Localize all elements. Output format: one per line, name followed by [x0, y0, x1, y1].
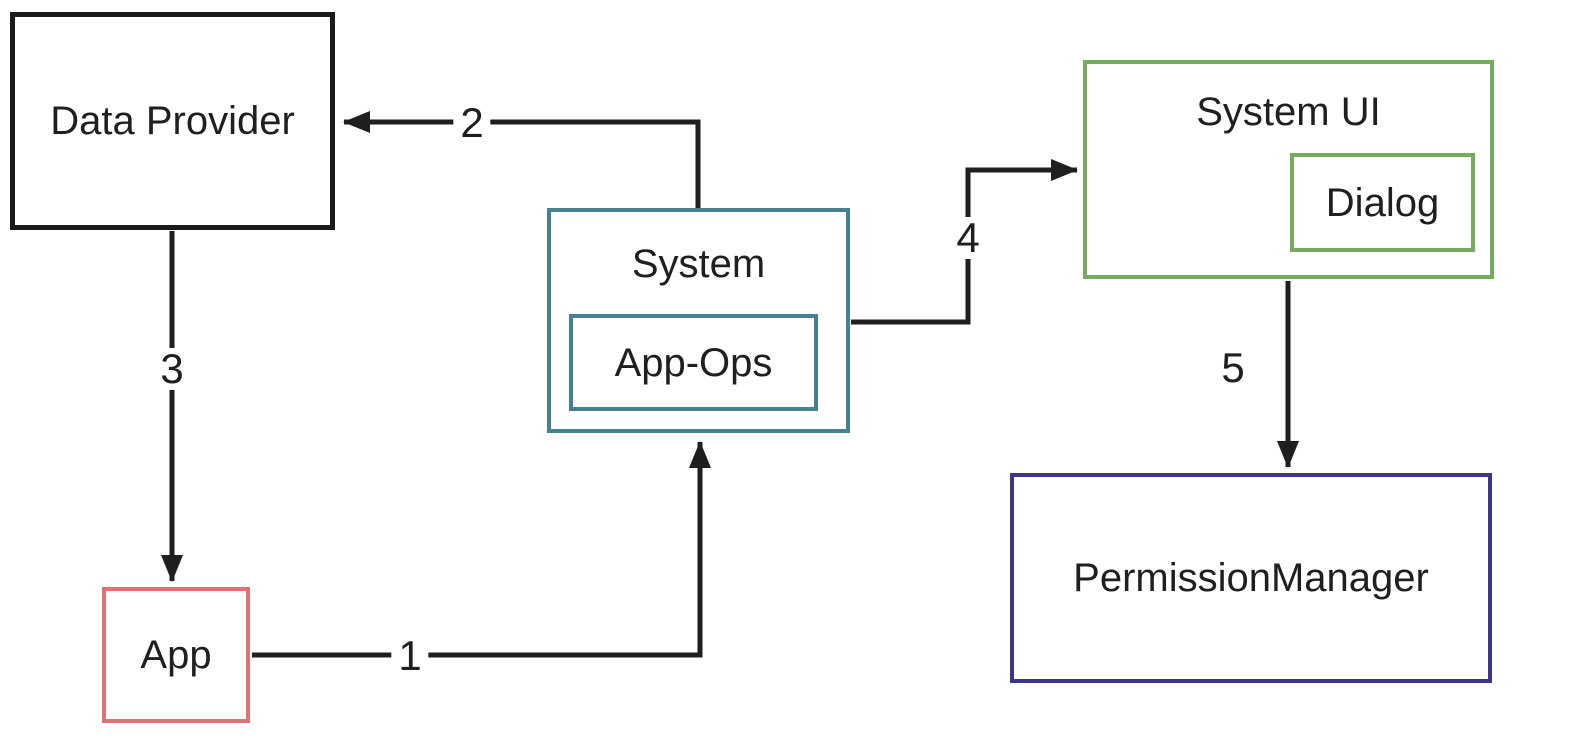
dialog-label: Dialog [1325, 180, 1440, 225]
system-ui-label: System UI [1196, 90, 1381, 134]
system-ui-box: System UI Dialog [1083, 60, 1494, 279]
app-label: App [140, 633, 212, 677]
data-provider-label: Data Provider [50, 99, 295, 143]
edge-label-1: 1 [391, 635, 429, 677]
system-box: System App-Ops [547, 208, 850, 433]
app-box: App [102, 587, 250, 723]
arrow-2-system-to-data-provider [343, 111, 701, 210]
edge-label-2: 2 [453, 102, 491, 144]
edge-label-4: 4 [949, 217, 987, 259]
permission-manager-box: PermissionManager [1010, 473, 1492, 683]
app-ops-label: App-Ops [614, 340, 773, 385]
edge-label-3: 3 [153, 348, 191, 390]
dialog-box: Dialog [1290, 153, 1475, 252]
arrow-1-app-to-system [252, 441, 711, 658]
data-provider-box: Data Provider [10, 12, 335, 230]
system-label: System [631, 242, 766, 286]
permission-manager-label: PermissionManager [1073, 556, 1429, 600]
edge-label-5: 5 [1214, 347, 1252, 389]
app-ops-box: App-Ops [569, 314, 818, 411]
